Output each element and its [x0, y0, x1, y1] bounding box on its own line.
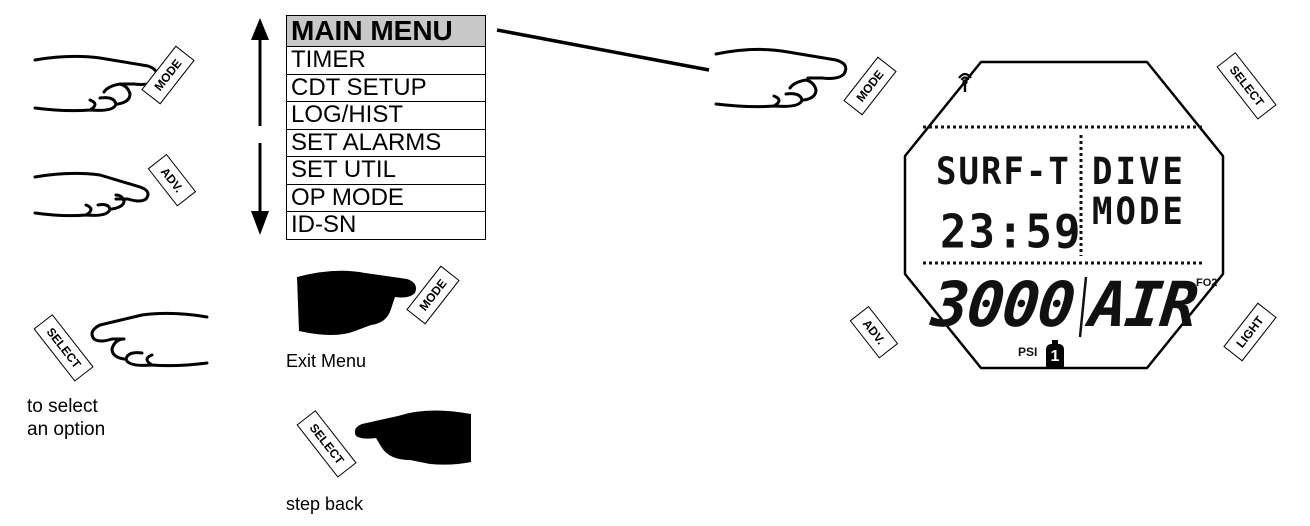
menu-item-timer[interactable]: TIMER	[287, 46, 485, 75]
light-button[interactable]: LIGHT	[1223, 302, 1277, 362]
menu-item-cdt-setup[interactable]: CDT SETUP	[287, 74, 485, 102]
down-arrow-icon	[251, 143, 269, 235]
hand-outline-adv-icon	[33, 171, 150, 218]
menu-item-id-sn[interactable]: ID-SN	[291, 211, 357, 238]
exit-menu-caption: Exit Menu	[286, 351, 367, 371]
to-select-caption-line1: to select	[27, 396, 98, 417]
menu-item-set-util[interactable]: SET UTIL	[287, 156, 485, 185]
menu-item-op-mode[interactable]: OP MODE	[287, 184, 485, 212]
up-arrow-icon	[251, 18, 269, 126]
step-back-caption: step back	[286, 494, 364, 514]
menu-item-set-alarms[interactable]: SET ALARMS	[287, 129, 485, 157]
hand-solid-select-icon	[354, 410, 471, 465]
lcd-surf-t: SURF-T	[936, 150, 1071, 194]
lcd-tank-pressure: 3000	[928, 268, 1078, 341]
hand-solid-mode-icon	[297, 270, 416, 335]
menu-title: MAIN MENU	[287, 16, 485, 47]
tank-number: 1	[1050, 348, 1060, 365]
fo2-label: FO2	[1196, 277, 1218, 289]
psi-label: PSI	[1018, 345, 1038, 359]
transmitter-icon	[958, 72, 972, 92]
tank-icon: 1	[1045, 340, 1065, 370]
main-menu: MAIN MENU TIMER CDT SETUP LOG/HIST SET A…	[286, 15, 486, 240]
lcd-gas-mix: AIR	[1086, 268, 1200, 341]
select-button[interactable]: SELECT	[1216, 52, 1277, 120]
watch-case	[903, 60, 1225, 370]
lcd-divider-slash	[1078, 276, 1088, 338]
hand-outline-mode-icon	[33, 54, 159, 113]
hand-outline-watch-mode-icon	[714, 47, 848, 109]
to-select-caption-line2: an option	[27, 419, 106, 440]
lcd-dive: DIVE	[1092, 150, 1186, 194]
menu-item-log-hist[interactable]: LOG/HIST	[287, 101, 485, 130]
connector-line	[496, 28, 710, 72]
lcd-mode: MODE	[1092, 190, 1186, 234]
hand-outline-select-icon	[90, 311, 209, 368]
adv-button[interactable]: ADV.	[849, 305, 898, 359]
lcd-surface-time: 23:59	[940, 205, 1083, 260]
